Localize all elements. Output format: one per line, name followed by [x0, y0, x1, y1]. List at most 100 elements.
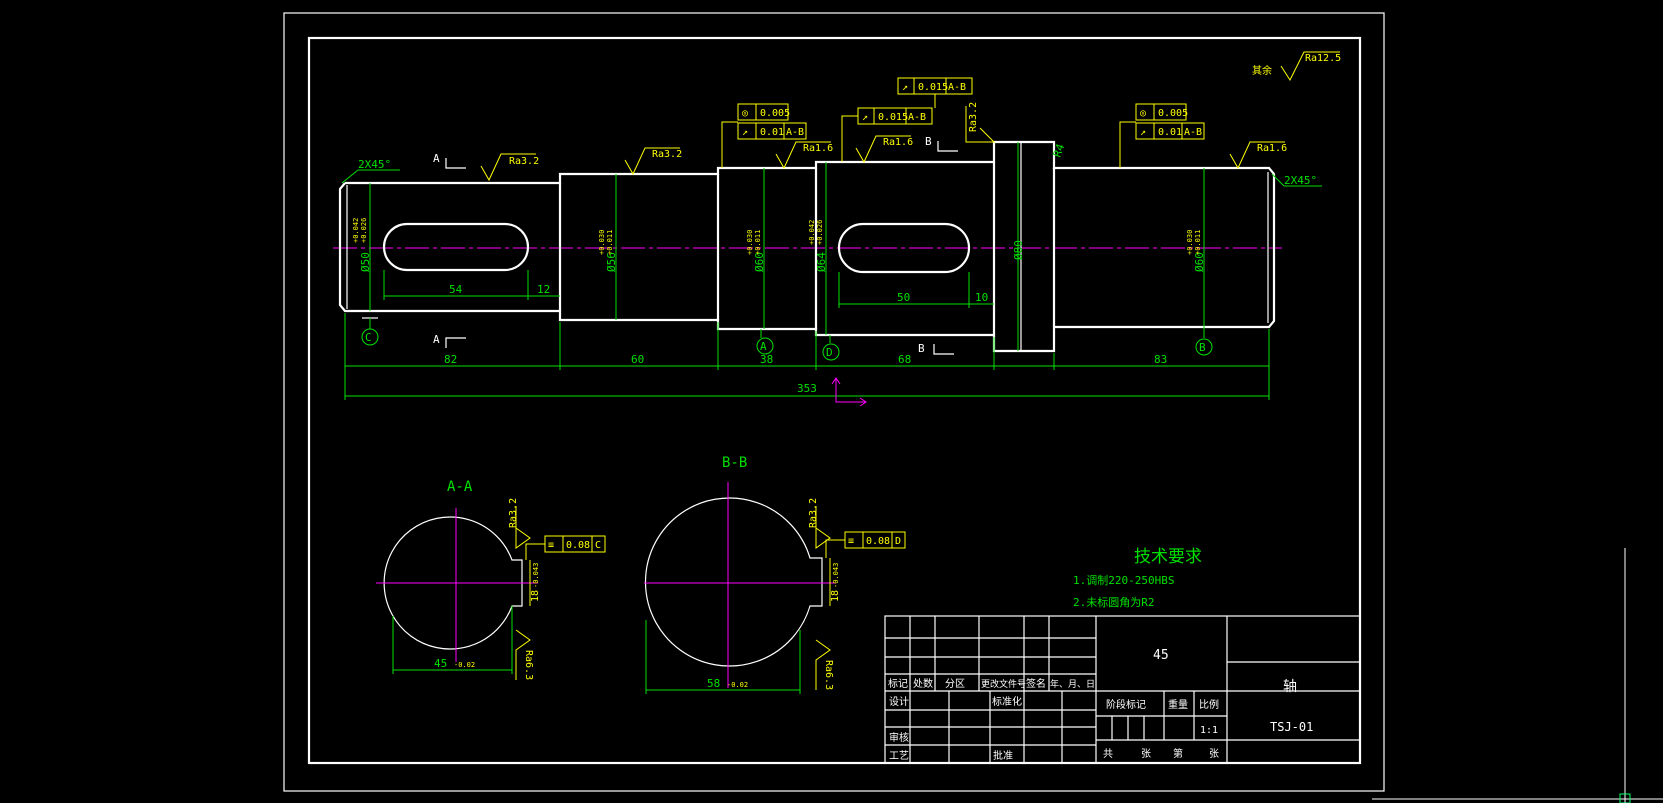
svg-text:B: B [918, 342, 925, 355]
tolerance-frame-4: ◎ 0.005 ↗ 0.01 A-B [1119, 103, 1205, 168]
svg-text:0.01: 0.01 [1158, 127, 1182, 138]
svg-text:Ra3.2: Ra3.2 [509, 156, 539, 167]
svg-text:353: 353 [797, 382, 817, 395]
svg-text:+0.011: +0.011 [606, 230, 614, 255]
svg-text:+0.011: +0.011 [1194, 230, 1202, 255]
svg-text:54: 54 [449, 283, 463, 296]
svg-text:58: 58 [707, 677, 720, 690]
svg-text:0.005: 0.005 [1158, 108, 1188, 119]
svg-text:2.未标圆角为R2: 2.未标圆角为R2 [1073, 595, 1155, 609]
shaft-outline [338, 140, 1276, 353]
svg-text:+0.030: +0.030 [746, 230, 754, 255]
svg-text:标准化: 标准化 [992, 695, 1022, 708]
title-block: 45 轴 TSJ-01 标记 处数 分区 更改文件号 签名 年、月、日 设计 标… [884, 615, 1361, 764]
svg-text:↗: ↗ [1140, 127, 1146, 138]
svg-text:其余: 其余 [1252, 64, 1272, 77]
svg-text:Ra3.2: Ra3.2 [808, 498, 819, 528]
svg-text:A: A [433, 152, 440, 165]
svg-text:45: 45 [434, 657, 447, 670]
svg-text:0.08: 0.08 [866, 536, 890, 547]
tolerance-frame-2: ↗ 0.015 A-B [897, 77, 973, 108]
svg-text:Ø50: Ø50 [359, 252, 372, 272]
svg-text:Ra1.6: Ra1.6 [883, 137, 913, 148]
section-cut-markers: A A B B [433, 135, 958, 355]
svg-text:A: A [433, 333, 440, 346]
svg-text:10: 10 [975, 291, 988, 304]
general-roughness: 其余 Ra12.5 [1252, 51, 1341, 82]
svg-text:Ra3.2: Ra3.2 [508, 498, 519, 528]
svg-text:82: 82 [444, 353, 457, 366]
svg-text:Ra6.3: Ra6.3 [823, 660, 834, 690]
svg-text:年、月、日: 年、月、日 [1050, 678, 1095, 690]
svg-text:A-B: A-B [948, 82, 966, 93]
svg-text:分区: 分区 [945, 678, 965, 690]
svg-text:Ra1.6: Ra1.6 [1257, 143, 1287, 154]
svg-text:R4: R4 [1051, 142, 1068, 159]
datum-symbols: C A D B [361, 317, 1213, 361]
svg-text:A-B: A-B [1184, 127, 1202, 138]
svg-text:45: 45 [1153, 648, 1169, 663]
svg-text:-0.02: -0.02 [727, 681, 748, 689]
svg-text:83: 83 [1154, 353, 1167, 366]
svg-text:18: 18 [530, 590, 541, 602]
svg-text:设计: 设计 [889, 695, 909, 708]
svg-text:审核: 审核 [889, 731, 909, 744]
svg-text:1:1: 1:1 [1200, 725, 1218, 736]
svg-text:+0.042: +0.042 [808, 220, 816, 245]
svg-text:Ø60: Ø60 [753, 252, 766, 272]
svg-text:第: 第 [1173, 747, 1183, 760]
svg-text:+0.030: +0.030 [1186, 230, 1194, 255]
svg-text:38: 38 [760, 353, 773, 366]
svg-text:共: 共 [1103, 748, 1113, 760]
svg-text:0.015: 0.015 [918, 82, 948, 93]
svg-text:标记: 标记 [888, 678, 908, 690]
ucs-icon [831, 377, 867, 407]
svg-text:◎: ◎ [742, 108, 748, 119]
svg-text:18: 18 [830, 590, 841, 602]
svg-text:60: 60 [631, 353, 644, 366]
svg-text:-0.02: -0.02 [454, 661, 475, 669]
svg-text:B: B [925, 135, 932, 148]
svg-text:2X45°: 2X45° [1284, 174, 1317, 187]
svg-text:68: 68 [898, 353, 911, 366]
svg-text:0.01: 0.01 [760, 127, 784, 138]
svg-text:阶段标记: 阶段标记 [1106, 698, 1146, 711]
length-dimensions: 82 60 38 68 83 353 [344, 313, 1270, 400]
sheet-inner-frame [307, 36, 1362, 765]
svg-text:工艺: 工艺 [889, 750, 909, 762]
svg-text:0.08: 0.08 [566, 540, 590, 551]
svg-text:张: 张 [1141, 748, 1151, 760]
svg-text:↗: ↗ [742, 127, 748, 138]
svg-text:+0.026: +0.026 [360, 218, 368, 243]
svg-text:D: D [895, 536, 901, 547]
svg-text:↗: ↗ [902, 82, 908, 93]
svg-text:Ø80: Ø80 [1012, 240, 1025, 260]
svg-text:Ra6.3: Ra6.3 [523, 650, 534, 680]
svg-text:批准: 批准 [993, 749, 1013, 762]
svg-text:D: D [826, 346, 833, 359]
technical-requirements: 技术要求 1.调制220-250HBS 2.未标圆角为R2 [1073, 547, 1202, 609]
svg-text:更改文件号: 更改文件号 [981, 678, 1026, 690]
svg-text:◎: ◎ [1140, 108, 1146, 119]
svg-text:B-B: B-B [722, 455, 747, 471]
svg-text:C: C [365, 331, 372, 344]
svg-text:Ra3.2: Ra3.2 [968, 102, 979, 132]
svg-text:+0.011: +0.011 [754, 230, 762, 255]
svg-text:处数: 处数 [913, 677, 933, 690]
svg-text:≡: ≡ [548, 540, 554, 551]
sheet-outer-frame [283, 12, 1385, 792]
svg-text:1.调制220-250HBS: 1.调制220-250HBS [1073, 574, 1174, 587]
svg-text:A-B: A-B [786, 127, 804, 138]
svg-text:B: B [1199, 341, 1206, 354]
svg-text:技术要求: 技术要求 [1134, 547, 1202, 567]
svg-text:重量: 重量 [1168, 698, 1188, 711]
svg-text:轴: 轴 [1283, 679, 1297, 695]
svg-text:2X45°: 2X45° [358, 158, 391, 171]
svg-text:Ra1.6: Ra1.6 [803, 143, 833, 154]
svg-text:A-B: A-B [908, 112, 926, 123]
svg-text:A: A [760, 340, 767, 353]
svg-text:A-A: A-A [447, 479, 473, 495]
svg-text:50: 50 [897, 291, 910, 304]
section-aa: A-A 18 -0.043 ≡ 0.08 C Ra3.2 Ra6.3 45 -0… [376, 479, 606, 680]
